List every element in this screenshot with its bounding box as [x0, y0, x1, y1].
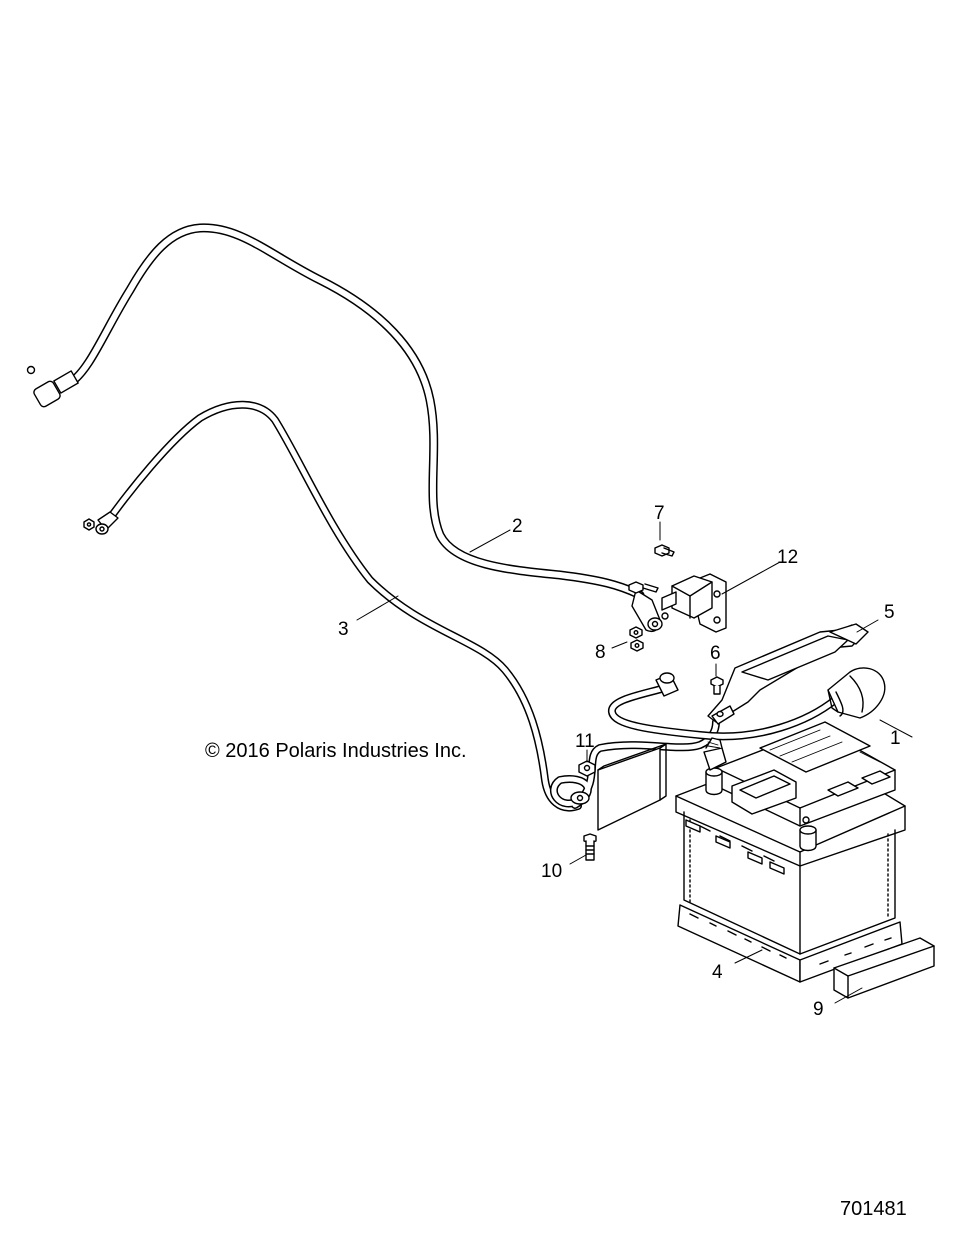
nuts-8	[629, 626, 644, 652]
battery-4	[675, 721, 906, 983]
screw-12-mount	[628, 581, 659, 594]
diagram-number: 701481	[840, 1198, 907, 1220]
leader-2	[469, 529, 511, 553]
cable-1-boot	[827, 667, 886, 719]
pad-9	[833, 937, 935, 999]
callout-3: 3	[338, 619, 349, 640]
battery-terminal-negative	[703, 737, 727, 796]
leader-3	[356, 595, 399, 621]
cable-3-terminal-left	[83, 511, 119, 535]
callout-12: 12	[777, 547, 799, 568]
cable-1-terminal	[655, 672, 679, 697]
leader-10	[569, 854, 587, 865]
callout-1: 1	[890, 728, 901, 749]
nut-11	[578, 760, 596, 777]
hold-down-strap-5	[707, 623, 869, 725]
pad-left	[597, 743, 667, 831]
cable-2-terminal-right	[631, 589, 663, 632]
battery-terminal-positive	[799, 816, 817, 852]
callout-2: 2	[512, 516, 523, 537]
leader-1	[879, 719, 913, 738]
callout-8: 8	[595, 642, 606, 663]
callout-6: 6	[710, 643, 721, 664]
callout-9: 9	[813, 999, 824, 1020]
cable-2-terminal-left	[26, 365, 79, 408]
bolt-10	[583, 833, 597, 861]
solenoid-12	[661, 573, 727, 633]
copyright-notice: © 2016 Polaris Industries Inc.	[205, 740, 467, 762]
leader-4	[734, 949, 763, 964]
leader-8	[611, 641, 628, 649]
callout-11: 11	[575, 731, 595, 752]
screw-7	[654, 544, 675, 557]
leader-12	[721, 561, 781, 595]
cable-3	[83, 400, 582, 812]
callout-10: 10	[541, 861, 563, 882]
leader-9	[834, 987, 863, 1004]
leader-5	[856, 619, 879, 633]
cable-1	[608, 667, 886, 741]
callout-7: 7	[654, 503, 665, 524]
leader-lines	[356, 521, 913, 1004]
callout-5: 5	[884, 602, 895, 623]
callout-4: 4	[712, 962, 723, 983]
cable-2	[26, 223, 663, 632]
bolt-6	[710, 676, 724, 695]
